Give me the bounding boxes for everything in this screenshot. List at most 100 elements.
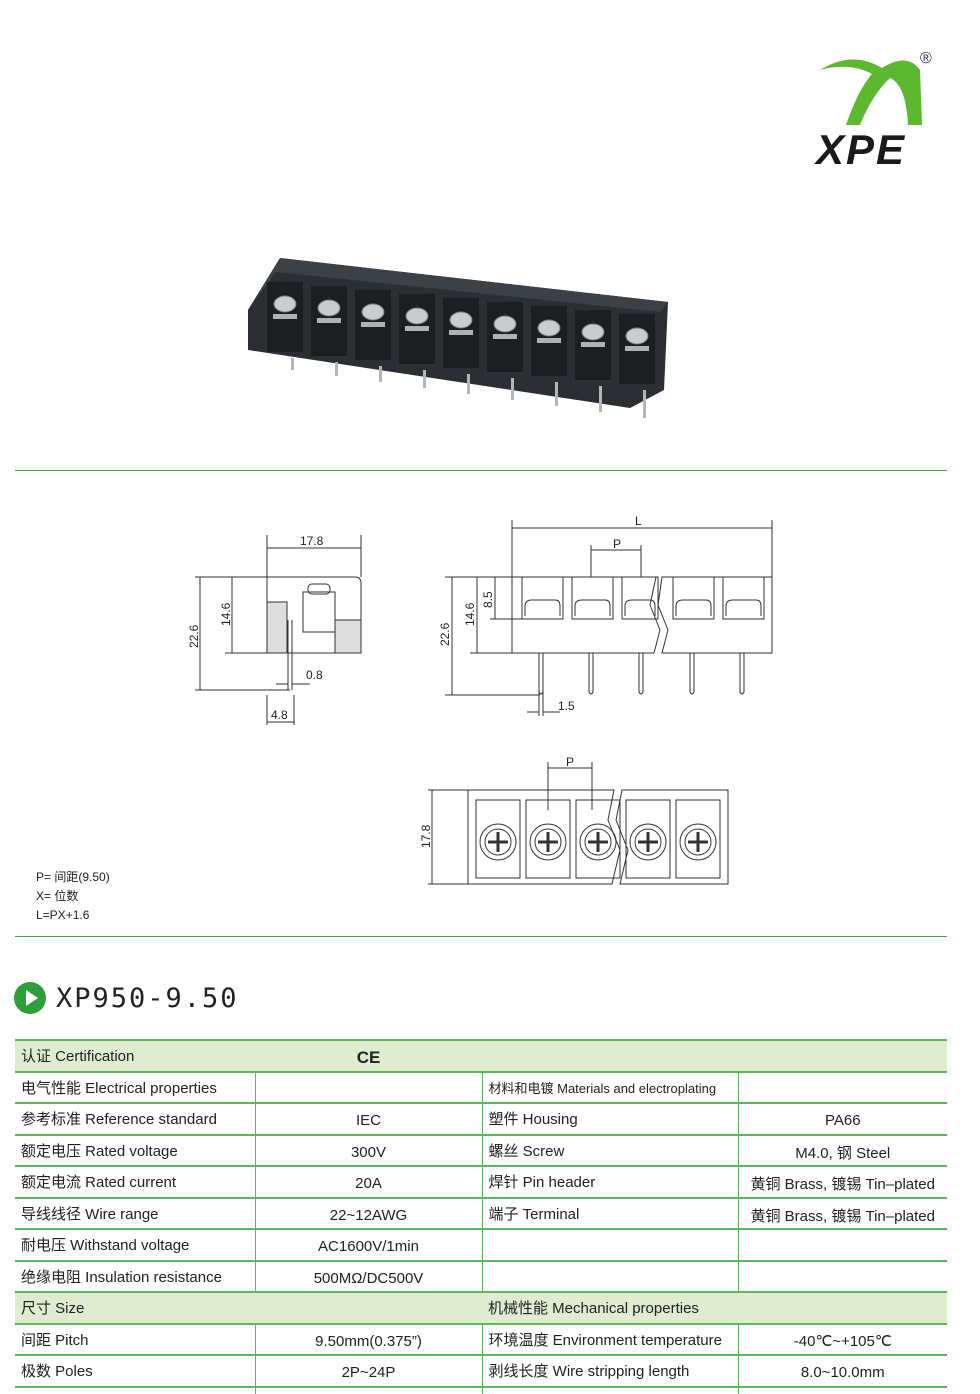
material-label: 端子 Terminal [481,1196,738,1230]
screw-icon [679,823,717,861]
terminal-compartment [672,576,715,620]
drawing-notes: P= 间距(9.50) X= 位数 L=PX+1.6 [36,868,110,925]
terminal-compartment [625,799,671,879]
spec-table: 认证 Certification CE 电气性能 Electrical prop… [15,1039,947,1394]
photo-pin [423,370,426,388]
property-value: IEC [254,1102,482,1136]
note-poles: X= 位数 [36,889,79,903]
property-label: 间距 Pitch [15,1322,255,1356]
photo-screw [581,323,605,341]
screw-icon [629,823,667,861]
screw-icon [529,823,567,861]
pin [538,653,544,695]
terminal-compartment [722,576,765,620]
property-value [255,1291,482,1325]
photo-pin [511,378,514,400]
photo-pin [555,382,558,406]
property-value [254,1070,482,1104]
model-heading: XP950-9.50 [14,982,239,1014]
photo-clamp [625,346,649,351]
side-view [195,535,362,725]
dim-pitch: P [613,537,621,551]
material-value: PA66 [737,1102,947,1136]
property-value: 22~12AWG [254,1196,482,1230]
pin [638,653,644,695]
property-label: 额定电流 Rated current [15,1165,255,1199]
material-label: 焊针 Pin header [481,1165,738,1199]
dim-front-height-body: 14.6 [463,602,477,626]
property-value: 300V [254,1133,482,1167]
material-value [737,1385,947,1394]
photo-pin [599,386,602,412]
material-value [738,1291,947,1325]
material-value: M4.0, 钢 Steel [737,1133,947,1167]
logo-text: XPE [816,126,907,173]
property-value: AC1600V/1min [254,1228,482,1262]
property-value: 500MΩ/DC500V [254,1259,482,1293]
material-label [481,1228,738,1262]
property-label: PCB 孔尺寸 PCB hole size [15,1385,255,1394]
property-label: 额定电压 Rated voltage [15,1133,255,1167]
terminal-compartment [475,799,521,879]
screw-head-icon [524,599,561,616]
pin [689,653,695,695]
ce-mark: CE [255,1039,482,1073]
screw-head-icon [675,599,712,616]
note-length: L=PX+1.6 [36,908,90,922]
pin [588,653,594,695]
photo-pin [291,358,294,370]
photo-screw [405,307,429,325]
photo-pin [335,362,338,376]
cross-slot-icon [688,832,708,852]
screw-head-icon [624,599,656,616]
property-value: Φ1.8mm [254,1385,482,1394]
photo-clamp [581,342,605,347]
property-value: 2P~24P [254,1354,482,1388]
table-row: PCB 孔尺寸 PCB hole sizeΦ1.8mm [15,1385,947,1394]
dim-pin-offset: 4.8 [271,708,288,722]
material-value: 黄铜 Brass, 镀锡 Tin–plated [737,1196,947,1230]
photo-clamp [405,326,429,331]
photo-pin [643,390,646,418]
property-label: 参考标准 Reference standard [15,1102,255,1136]
product-photo [248,258,668,418]
dim-pin-width: 0.8 [306,668,323,682]
photo-pin [467,374,470,394]
cross-slot-icon [538,832,558,852]
photo-clamp [361,322,385,327]
terminal-compartment [621,576,659,620]
screw-icon [579,823,617,861]
photo-screw [537,319,561,337]
material-value [737,1070,947,1104]
material-label [481,1259,738,1293]
logo-swoosh-icon [820,59,922,125]
property-label: 耐电压 Withstand voltage [15,1228,255,1262]
material-value [737,1259,947,1293]
technical-drawing: 17.8 22.6 14.6 0.8 4.8 L P 22.6 14.6 8.5… [187,514,773,885]
photo-screw [625,327,649,345]
dim-front-height-total: 22.6 [438,622,452,646]
screw-icon [534,828,562,856]
terminal-compartment [521,576,564,620]
property-label: 尺寸 Size [15,1291,255,1325]
front-view [445,520,773,716]
property-value: 20A [254,1165,482,1199]
cert-label: 认证 Certification [15,1039,255,1073]
material-label: 材料和电镀 Materials and electroplating [481,1070,738,1104]
material-label: 环境温度 Environment temperature [481,1322,738,1356]
table-row-certification: 认证 Certification CE [15,1039,947,1073]
material-value: 8.0~10.0mm [737,1354,947,1388]
model-name: XP950-9.50 [56,982,239,1014]
screw-icon [479,823,517,861]
note-pitch: P= 间距(9.50) [36,870,110,884]
xpe-logo: XPE ® [812,50,942,175]
material-value: 黄铜 Brass, 镀锡 Tin–plated [737,1165,947,1199]
dim-top-depth: 17.8 [419,824,433,848]
